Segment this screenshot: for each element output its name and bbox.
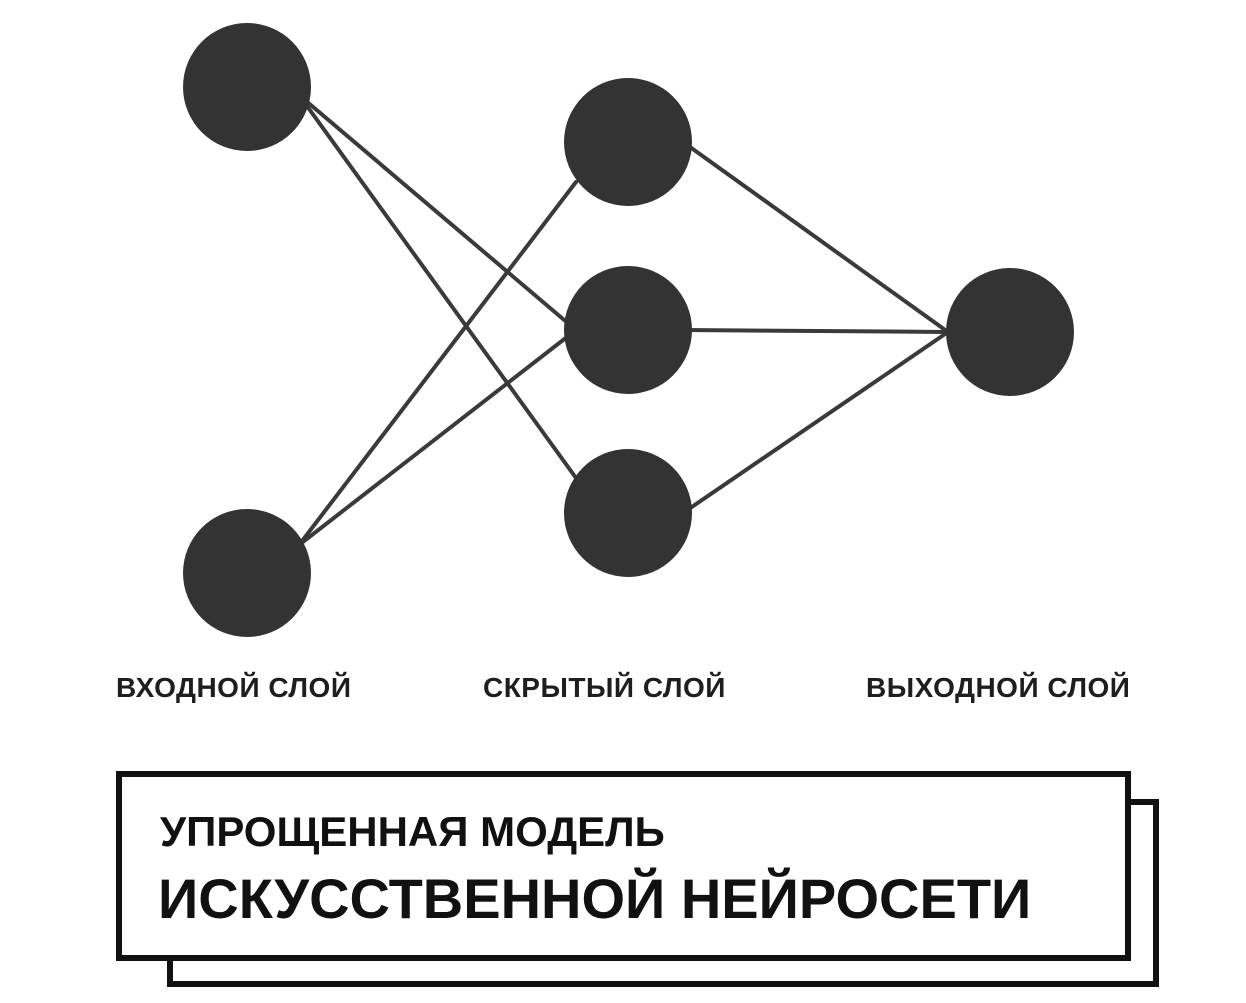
hidden-neuron [564,266,692,394]
title-frame: УПРОЩЕННАЯ МОДЕЛЬ ИСКУССТВЕННОЙ НЕЙРОСЕТ… [116,771,1131,961]
input-neuron [183,509,311,637]
title-line-2: ИСКУССТВЕННОЙ НЕЙРОСЕТИ [158,867,1032,930]
connection-h-3-out-1 [681,330,950,515]
input-neuron [183,23,311,151]
hidden-neuron [564,78,692,206]
connection-h-1-out-1 [681,140,950,334]
neurons [183,23,1074,637]
hidden-neuron [564,449,692,577]
connection-in-1-h-3 [297,93,578,480]
hidden-layer-label: СКРЫТЫЙ СЛОЙ [483,672,726,703]
title-line-1: УПРОЩЕННАЯ МОДЕЛЬ [160,808,665,855]
connections [297,93,950,547]
connection-in-2-h-1 [297,180,578,547]
input-layer-label: ВХОДНОЙ СЛОЙ [116,672,352,703]
connection-in-2-h-2 [297,328,578,547]
connection-h-2-out-1 [681,328,950,334]
output-layer-label: ВЫХОДНОЙ СЛОЙ [866,672,1131,703]
connection-in-1-h-2 [297,93,578,332]
neural-network-diagram [183,23,1074,637]
output-neuron [946,268,1074,396]
